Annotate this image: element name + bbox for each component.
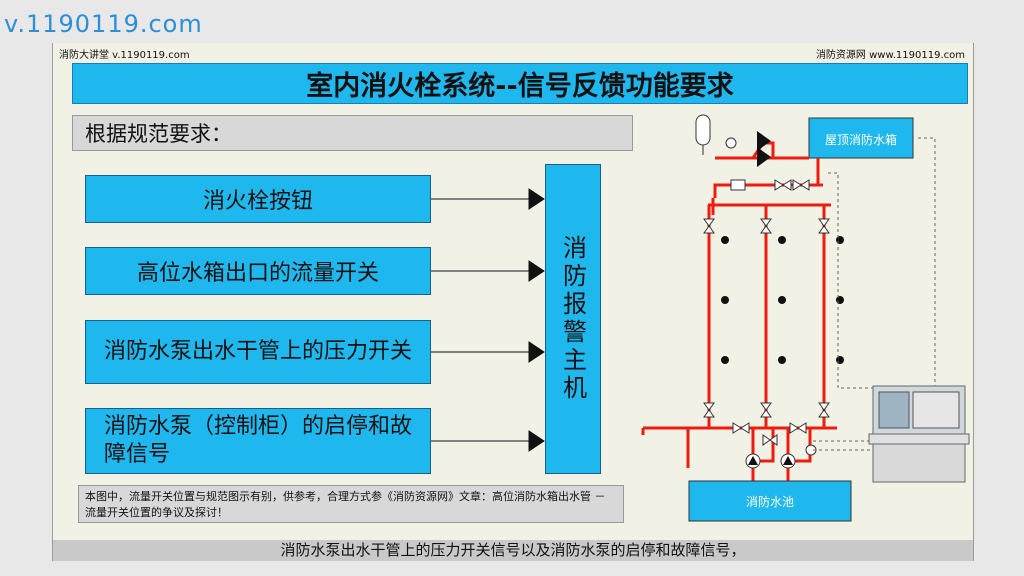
signal-arrows [431, 188, 545, 452]
item-tank-flow-switch: 高位水箱出口的流量开关 [85, 247, 431, 295]
fire-alarm-host: 消防报警主机 [545, 164, 601, 474]
roof-tank-label: 屋顶消防水箱 [825, 132, 897, 147]
fire-alarm-host-label: 消防报警主机 [558, 235, 587, 403]
slide: 消防大讲堂 v.1190119.com 消防资源网 www.1190119.co… [52, 43, 974, 561]
slide-subtitle: 根据规范要求： [72, 115, 633, 151]
red-pipes [641, 141, 837, 483]
valve-icons [703, 179, 830, 446]
pump-icons [745, 453, 796, 469]
header-right-text: 消防资源网 www.1190119.com [815, 50, 965, 61]
diagram-layer: 屋顶消防水箱 [431, 114, 970, 522]
item-pump-start-stop-fault: 消防水泵（控制柜）的启停和故障信号 [85, 408, 431, 474]
signal-dashed-lines [813, 137, 936, 451]
header-left-text: 消防大讲堂 v.1190119.com [59, 50, 190, 61]
control-cabinet [868, 385, 970, 483]
pressure-tank-icon [695, 114, 711, 155]
check-valve-icon [757, 131, 771, 151]
fire-pool: 消防水池 [688, 480, 852, 522]
bottom-caption: 消防水泵出水干管上的压力开关信号以及消防水泵的启停和故障信号， [53, 540, 973, 561]
slide-title: 室内消火栓系统--信号反馈功能要求 [72, 63, 968, 104]
item-pump-pressure-switch: 消防水泵出水干管上的压力开关 [85, 320, 431, 384]
fire-pool-label: 消防水池 [746, 494, 794, 509]
item-hydrant-button: 消火栓按钮 [85, 175, 431, 223]
note-box: 本图中，流量开关位置与规范图示有别，供参考，合理方式参《消防资源网》文章：高位消… [78, 485, 624, 523]
site-watermark: v.1190119.com [4, 10, 203, 38]
roof-tank: 屋顶消防水箱 [808, 117, 914, 159]
check-valve-icon-2 [757, 147, 771, 167]
gauge-icon [725, 137, 737, 149]
hydrant-icons [721, 236, 844, 364]
flow-switch-icon [730, 179, 746, 191]
